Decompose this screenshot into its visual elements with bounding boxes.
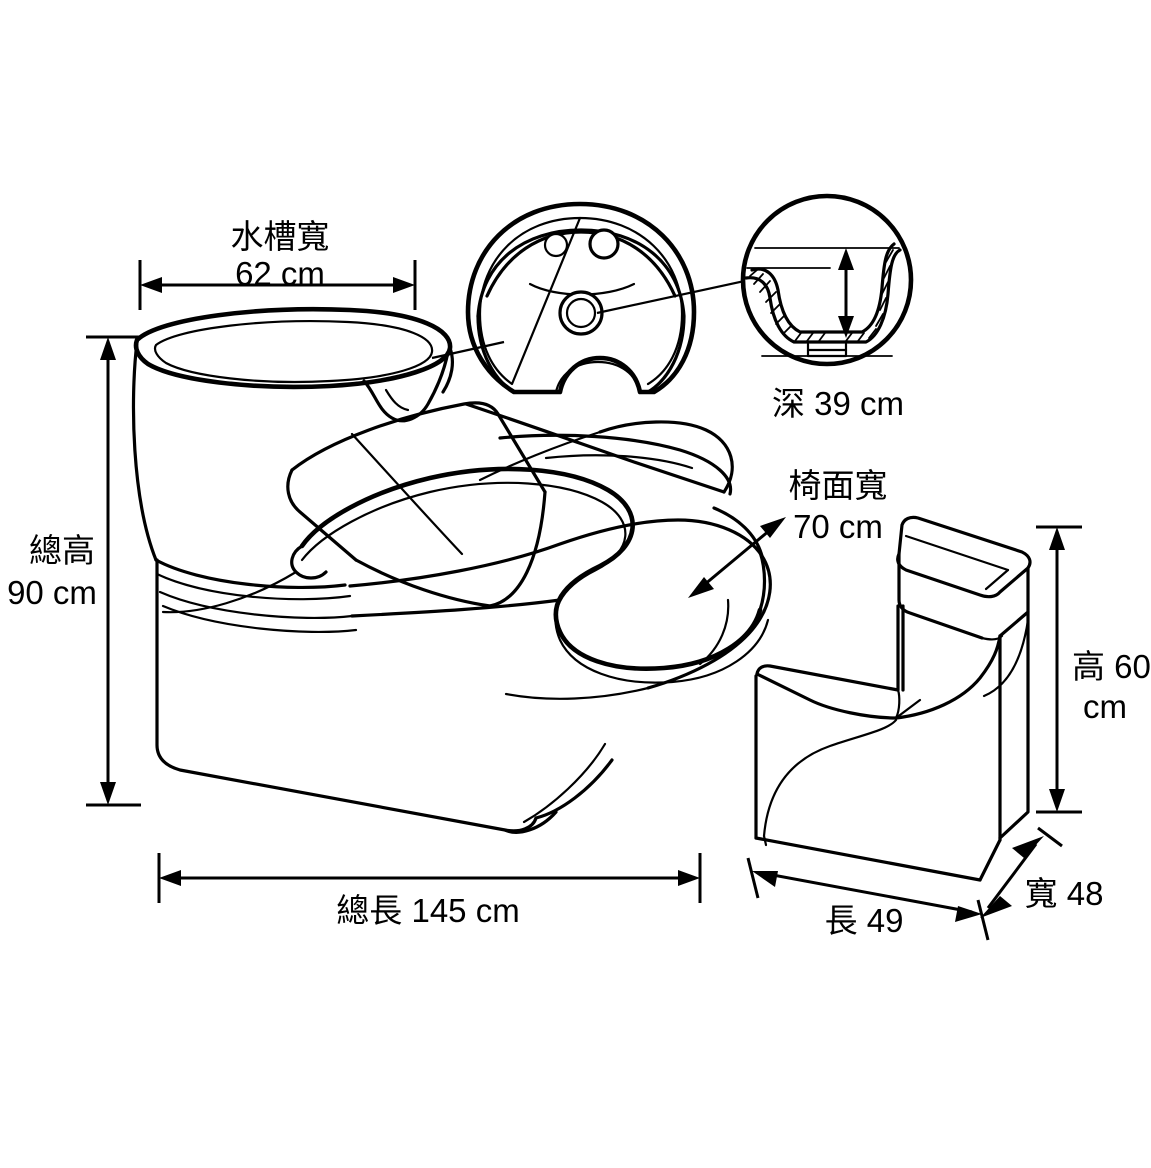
label-total-length: 總長 145 cm [336,892,519,929]
sink-top-view [465,201,697,395]
step-stool [754,515,1032,882]
dimension-total-length [157,853,702,903]
dimension-seat-width [688,517,786,598]
dimension-stool-height [1036,525,1082,814]
dimension-total-height [86,335,141,807]
label-stool-width: 寬 48 [1025,875,1104,912]
label-stool-height-line1: 高 60 [1072,648,1151,685]
label-sink-width-line1: 水槽寬 [231,218,330,255]
chair-seat [286,401,772,700]
label-seat-width-line1: 椅面寬 [789,467,888,504]
shampoo-bowl [131,306,454,601]
dimension-stool-length [746,857,990,941]
label-total-height-line1: 總高 [29,532,95,569]
chair-armrest [161,466,770,684]
chair-rear-panel [498,433,767,666]
sink-section-detail [740,193,914,367]
label-seat-width-line2: 70 cm [793,508,883,545]
label-bowl-depth: 深 39 cm [772,385,904,422]
dimension-stool-width [980,826,1063,918]
label-stool-length: 長 49 [825,902,904,939]
label-total-height-line2: 90 cm [7,574,97,611]
label-sink-width-line2: 62 cm [235,255,325,292]
chair-base [155,558,614,834]
dimension-sink-width [138,260,417,310]
label-stool-height-line2: cm [1083,688,1127,725]
